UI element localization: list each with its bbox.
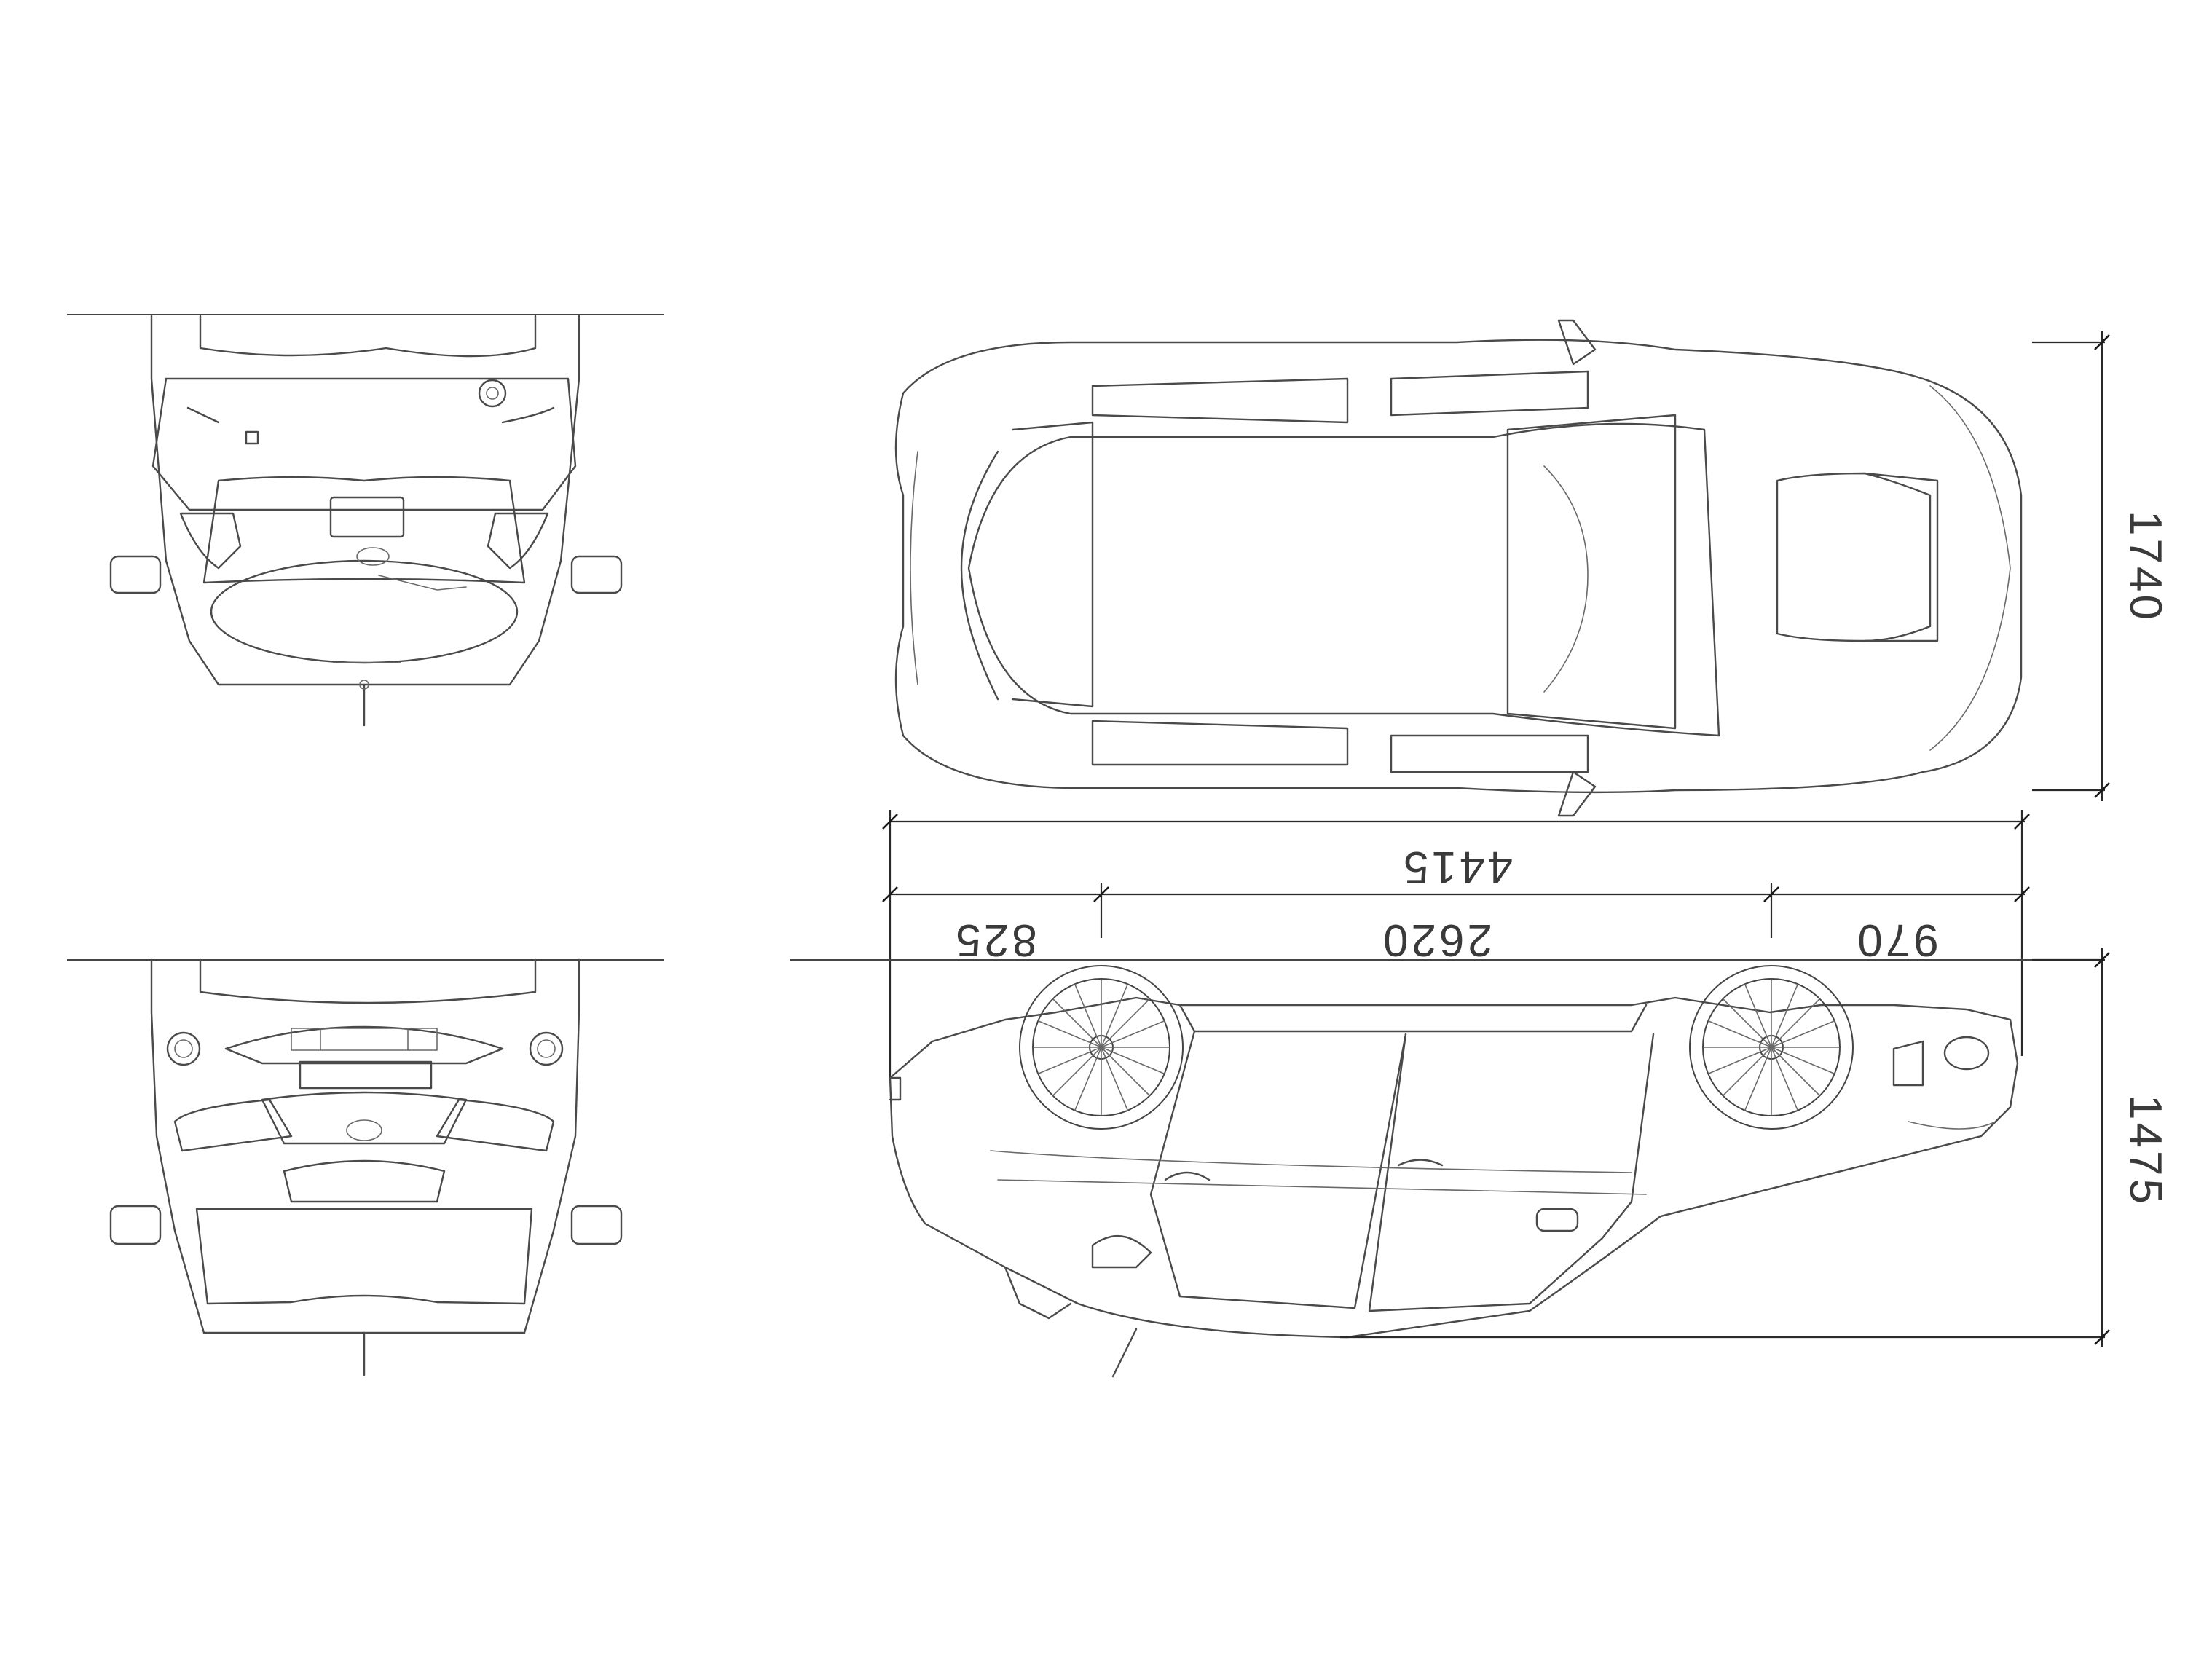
width-dimension: 1740 — [2032, 331, 2170, 801]
height-label: 1475 — [2120, 1095, 2170, 1207]
width-label: 1740 — [2120, 511, 2170, 623]
wheelbase-label: 2620 — [1380, 915, 1492, 965]
overall-length-label: 4415 — [1401, 842, 1513, 892]
front-wheel — [1019, 965, 1184, 1130]
length-dimensions: 4415 825 2620 970 — [882, 810, 2030, 1078]
rear-view — [67, 314, 664, 727]
top-view — [894, 319, 2023, 817]
height-dimension: 1475 — [1340, 948, 2170, 1347]
front-view — [67, 958, 664, 1376]
front-overhang-label: 825 — [953, 915, 1036, 965]
side-view — [790, 959, 2083, 1378]
rear-wheel — [1689, 965, 1854, 1130]
rear-overhang-label: 970 — [1854, 915, 1938, 965]
